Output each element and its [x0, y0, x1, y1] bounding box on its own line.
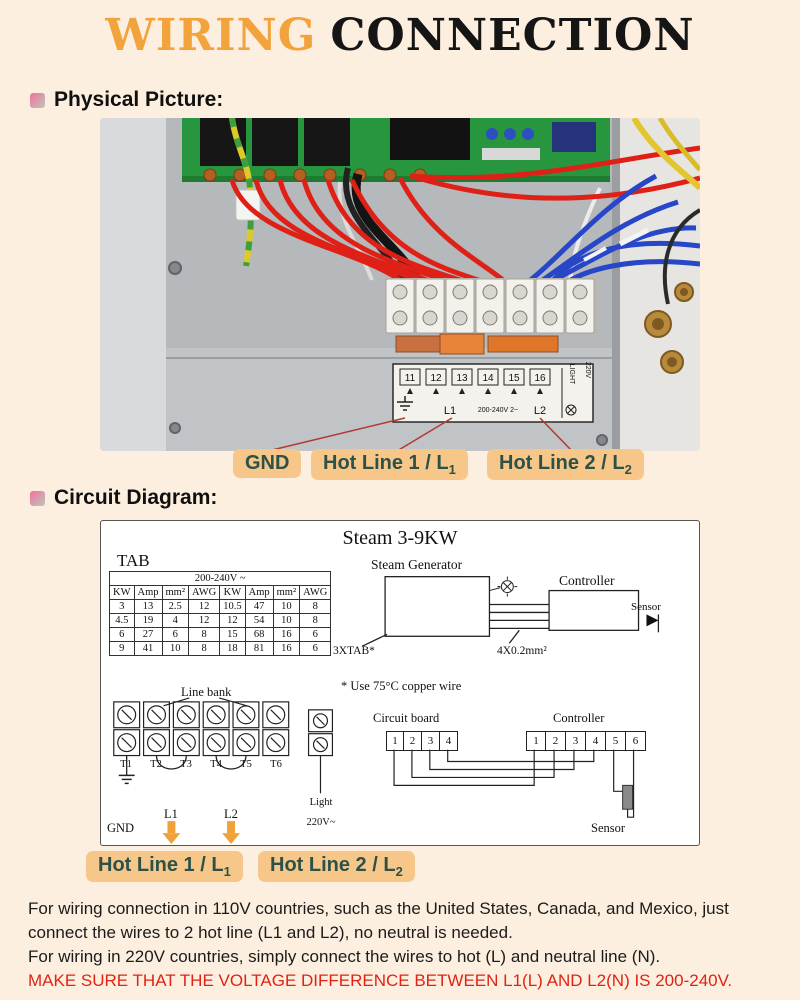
terminal-label: T5	[240, 759, 252, 770]
pin-cell: 5	[606, 731, 626, 751]
pin-cell: 6	[626, 731, 646, 751]
pin-cell: 4	[586, 731, 606, 751]
sensor-label-bottom: Sensor	[591, 821, 626, 835]
footer-notes: For wiring connection in 110V countries,…	[28, 897, 776, 993]
section-bullet-icon	[30, 92, 45, 108]
plate-number: 16	[534, 373, 546, 384]
diagram-l1-label: L1	[164, 807, 178, 821]
gray-wires	[337, 181, 602, 283]
controller-label-bottom: Controller	[553, 711, 605, 725]
terminal-label: T2	[150, 759, 162, 770]
plate-arrows	[407, 388, 543, 394]
jumper-loops	[126, 755, 247, 776]
steam-generator-label: Steam Generator	[371, 557, 463, 572]
section-bullet-icon	[30, 490, 45, 506]
terminal-screw-icon	[392, 284, 588, 326]
controller-label-top: Controller	[559, 573, 615, 588]
plate-220v: 220V	[584, 362, 591, 379]
l1-arrow-icon	[162, 821, 181, 845]
gnd-label: GND	[233, 449, 302, 478]
physical-photo: 11 12 13 14 15 16 L1	[100, 118, 700, 451]
page-title: WIRING CONNECTION	[0, 10, 800, 61]
sensor-icon	[646, 614, 660, 633]
wire-spec: 4X0.2mm²	[497, 645, 547, 657]
pin-cell: 2	[546, 731, 566, 751]
terminal-label: T3	[180, 759, 192, 770]
plate-number: 13	[456, 373, 468, 384]
section-heading-label: Circuit Diagram:	[54, 486, 218, 509]
note-warning: MAKE SURE THAT THE VOLTAGE DIFFERENCE BE…	[28, 971, 733, 990]
schematic-lines	[361, 576, 640, 647]
steam-generator-box	[384, 576, 491, 637]
hot-line-2-label-bottom: Hot Line 2 / L2	[258, 851, 415, 882]
pin-cell: 1	[386, 731, 404, 751]
sensor-label-top: Sensor	[631, 601, 661, 613]
bulb-icon	[489, 576, 518, 597]
circuit-board-label: Circuit board	[373, 711, 440, 725]
plate-number: 12	[430, 373, 442, 384]
diagram-gnd-label: GND	[107, 821, 135, 835]
ground-symbol-icon	[397, 396, 413, 411]
yellow-wires	[631, 118, 700, 305]
controller-pins: 1 2 3 4 5 6	[526, 731, 646, 751]
tab-label: TAB	[117, 551, 150, 570]
hot-line-1-label: Hot Line 1 / L1	[311, 449, 468, 480]
tab-note: 3XTAB*	[333, 645, 375, 657]
diagram-title: Steam 3-9KW	[342, 527, 458, 549]
title-accent: WIRING	[105, 10, 317, 61]
pin-cell: 4	[440, 731, 458, 751]
plate-number: 14	[482, 373, 494, 384]
pin-connection-lines	[393, 749, 635, 818]
plate-number: 15	[508, 373, 520, 384]
ground-symbol-icon	[118, 774, 135, 785]
plate-light: LIGHT	[568, 364, 575, 385]
terminal-plate: 11 12 13 14 15 16 L1	[392, 362, 594, 423]
terminal-label: T4	[210, 759, 222, 770]
l2-arrow-icon	[222, 821, 240, 845]
section-heading-physical: Physical Picture:	[30, 88, 223, 112]
note-220v: For wiring in 220V countries, simply con…	[28, 947, 661, 966]
panel-screws	[168, 261, 608, 446]
pin-cell: 1	[526, 731, 546, 751]
pin-cell: 3	[566, 731, 586, 751]
plate-l1: L1	[444, 405, 456, 417]
plate-voltage: 200-240V 2~	[478, 407, 518, 414]
light-voltage-label: 220V~	[306, 817, 336, 828]
line-bank-label: Line bank	[181, 685, 232, 699]
note-110v: For wiring connection in 110V countries,…	[28, 899, 729, 942]
brass-fittings	[644, 282, 694, 374]
light-label: Light	[309, 797, 333, 808]
hot-line-2-label: Hot Line 2 / L2	[487, 449, 644, 480]
diagram-l2-label: L2	[224, 807, 238, 821]
light-terminals	[307, 709, 334, 794]
pin-cell: 3	[422, 731, 440, 751]
hot-line-1-label-bottom: Hot Line 1 / L1	[86, 851, 243, 882]
copper-wire-note: * Use 75°C copper wire	[341, 679, 462, 693]
cable-ties	[583, 227, 650, 262]
title-rest: CONNECTION	[330, 10, 695, 61]
plate-l2: L2	[534, 405, 546, 417]
copper-bus	[395, 333, 559, 355]
terminal-blocks	[385, 278, 597, 334]
leader-lines	[267, 417, 573, 451]
plate-number: 11	[405, 373, 416, 384]
terminal-label: T6	[270, 759, 282, 770]
sensor-component	[622, 784, 634, 810]
table-voltage-header: 200-240V ~	[108, 571, 332, 586]
section-heading-circuit: Circuit Diagram:	[30, 486, 217, 510]
pin-cell: 2	[404, 731, 422, 751]
circuit-board-pins: 1 2 3 4	[386, 731, 458, 751]
terminal-label: T1	[120, 759, 132, 770]
line-bank-terminals	[113, 697, 290, 757]
controller-box	[548, 589, 640, 631]
lamp-icon	[565, 404, 577, 416]
section-heading-label: Physical Picture:	[54, 88, 224, 111]
